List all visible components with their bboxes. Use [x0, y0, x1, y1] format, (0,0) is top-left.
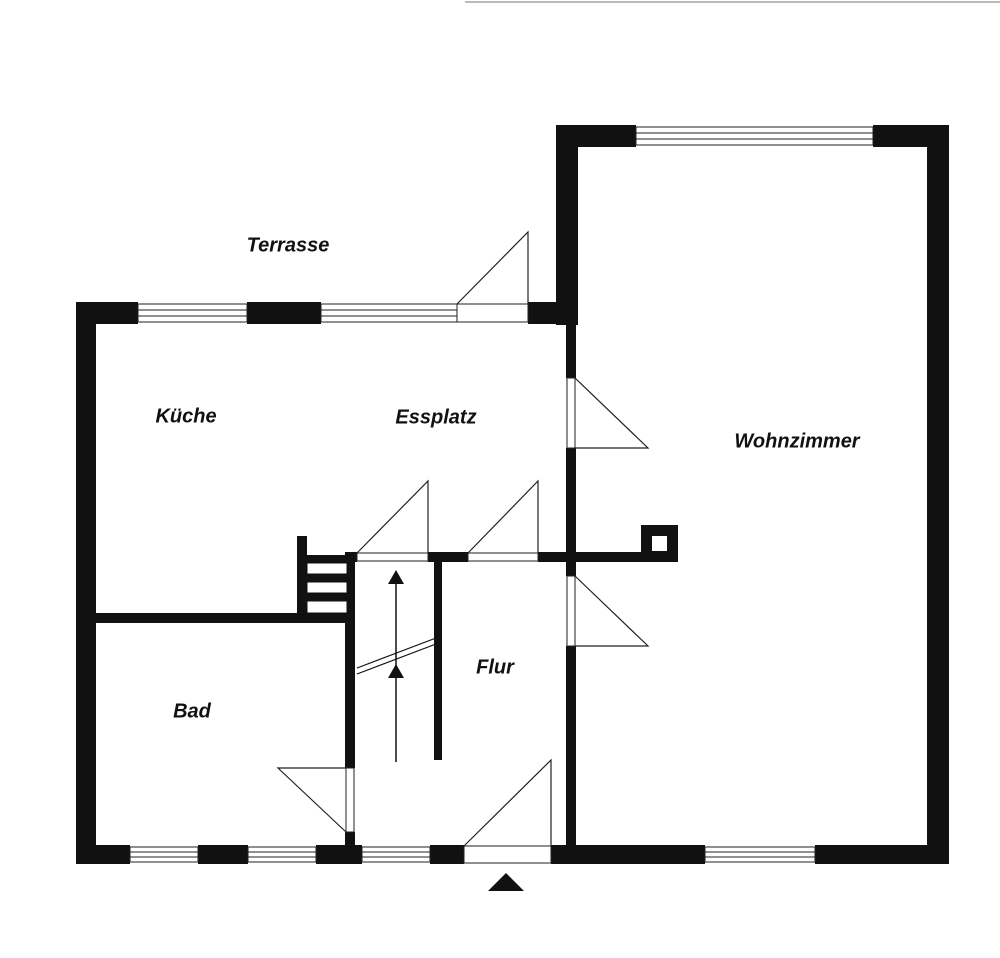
- windows: [129, 126, 874, 863]
- entrance-arrow-icon: [488, 873, 524, 891]
- exterior-walls: [76, 125, 949, 864]
- stair-arrow-icon: [356, 570, 437, 762]
- doors: [276, 230, 650, 864]
- room-label-flur: Flur: [476, 656, 514, 679]
- chimney-icon: [641, 525, 678, 562]
- room-label-wohnzimmer: Wohnzimmer: [734, 430, 860, 453]
- kitchen-stair-steps: [306, 555, 355, 614]
- interior-walls: [96, 322, 678, 846]
- room-label-essplatz: Essplatz: [395, 406, 477, 429]
- room-label-terrasse: Terrasse: [246, 234, 330, 257]
- room-label-bad: Bad: [173, 700, 211, 723]
- room-label-kueche: Küche: [155, 405, 217, 428]
